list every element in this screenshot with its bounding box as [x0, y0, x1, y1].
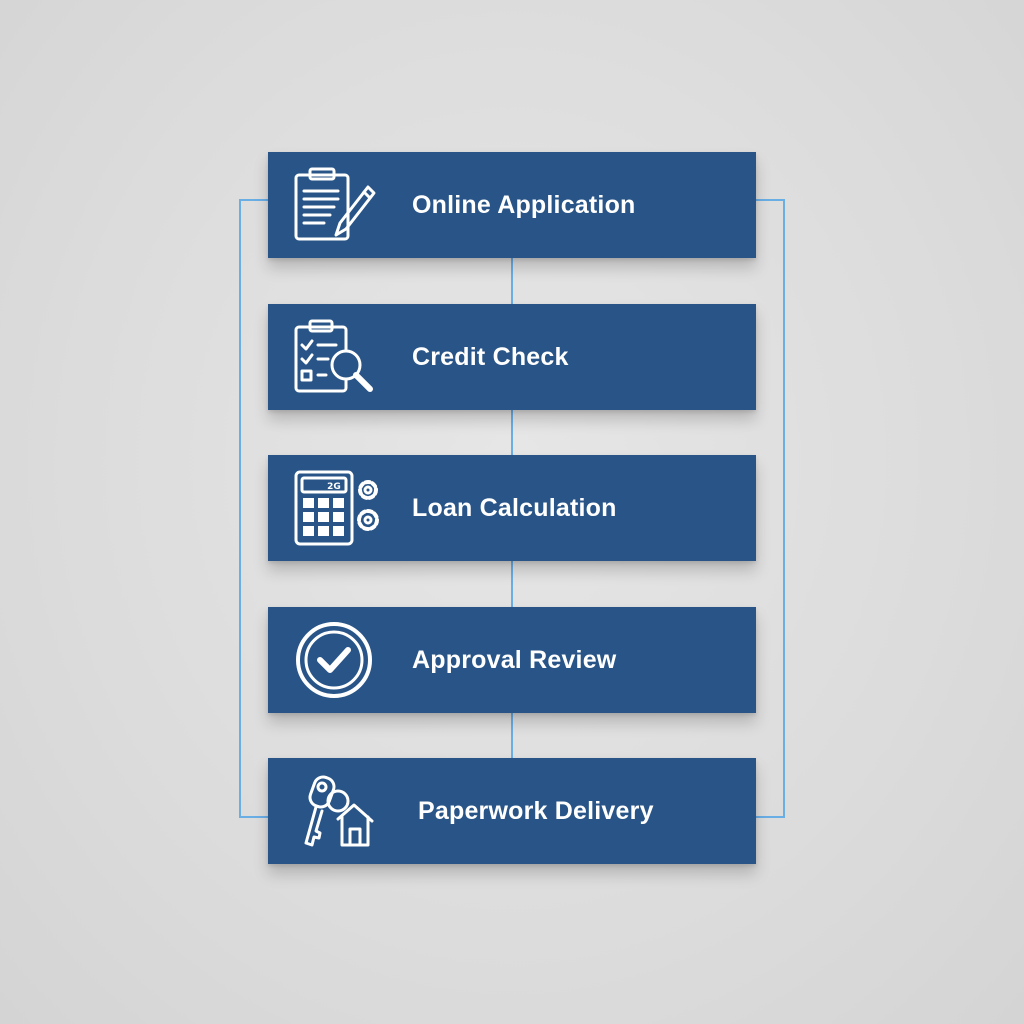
step-online-application: Online Application	[268, 152, 756, 258]
clipboard-pen-icon	[290, 165, 386, 245]
right-bracket-line	[756, 199, 785, 818]
calculator-display: 2G	[327, 482, 341, 492]
step-label: Paperwork Delivery	[418, 797, 654, 825]
keys-house-icon	[290, 771, 386, 851]
step-approval-review: Approval Review	[268, 607, 756, 713]
step-label: Credit Check	[412, 343, 569, 371]
checkmark-circle-icon	[290, 620, 386, 700]
checklist-magnifier-icon	[290, 317, 386, 397]
left-bracket-line	[239, 199, 268, 818]
calculator-gears-icon: 2G	[290, 468, 386, 548]
step-label: Online Application	[412, 191, 636, 219]
step-label: Approval Review	[412, 646, 617, 674]
step-paperwork-delivery: Paperwork Delivery	[268, 758, 756, 864]
step-credit-check: Credit Check	[268, 304, 756, 410]
step-label: Loan Calculation	[412, 494, 617, 522]
step-loan-calculation: 2G Loan Calculation	[268, 455, 756, 561]
